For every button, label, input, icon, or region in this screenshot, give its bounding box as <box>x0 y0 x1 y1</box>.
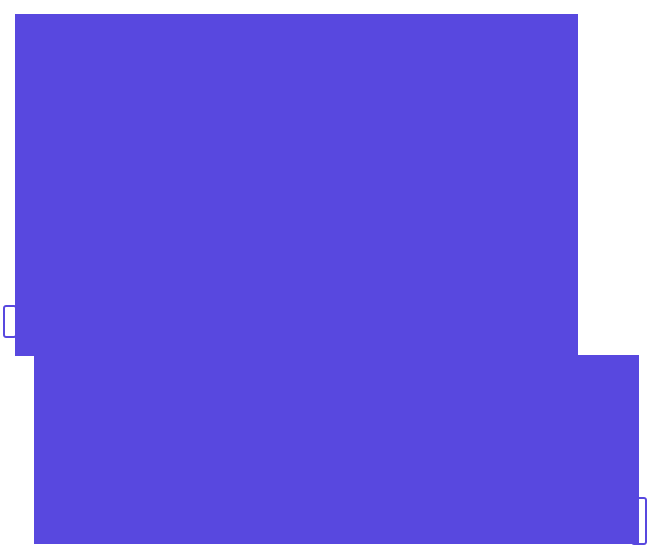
purple-panel-top <box>15 14 578 356</box>
purple-panel-bottom <box>34 355 639 544</box>
